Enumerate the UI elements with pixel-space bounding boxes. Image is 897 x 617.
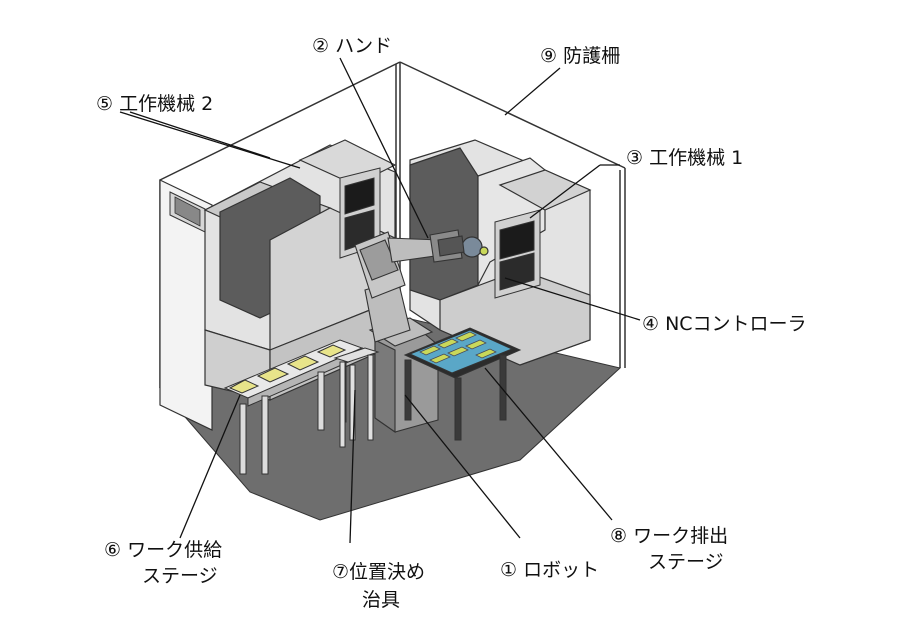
jig-label-line1: ⑦位置決め xyxy=(332,561,426,583)
discharge-stage-label-line2: ステージ xyxy=(648,551,724,573)
discharge-stage-label-line1: ⑧ ワーク排出 xyxy=(610,525,729,547)
positioning-jig xyxy=(333,347,380,448)
jig-label-line2: 治具 xyxy=(362,589,401,611)
robot-label: ① ロボット xyxy=(500,559,600,581)
fence-label: ⑨ 防護柵 xyxy=(540,45,621,67)
nc-controller-label: ④ NCコントローラ xyxy=(642,313,807,335)
work-discharge-stage xyxy=(403,327,522,441)
machine-tool-2-label: ⑤ 工作機械 2 xyxy=(96,93,214,115)
leader-lines xyxy=(119,57,641,544)
nc-controller-panel xyxy=(494,209,541,299)
fence-door-left xyxy=(159,179,213,431)
robot xyxy=(354,229,465,434)
hand-label: ② ハンド xyxy=(312,35,393,57)
supply-stage-label-line1: ⑥ ワーク供給 xyxy=(104,539,223,561)
supply-stage-label-line2: ステージ xyxy=(142,565,218,587)
machine-tool-1-label: ③ 工作機械 1 xyxy=(626,147,744,169)
